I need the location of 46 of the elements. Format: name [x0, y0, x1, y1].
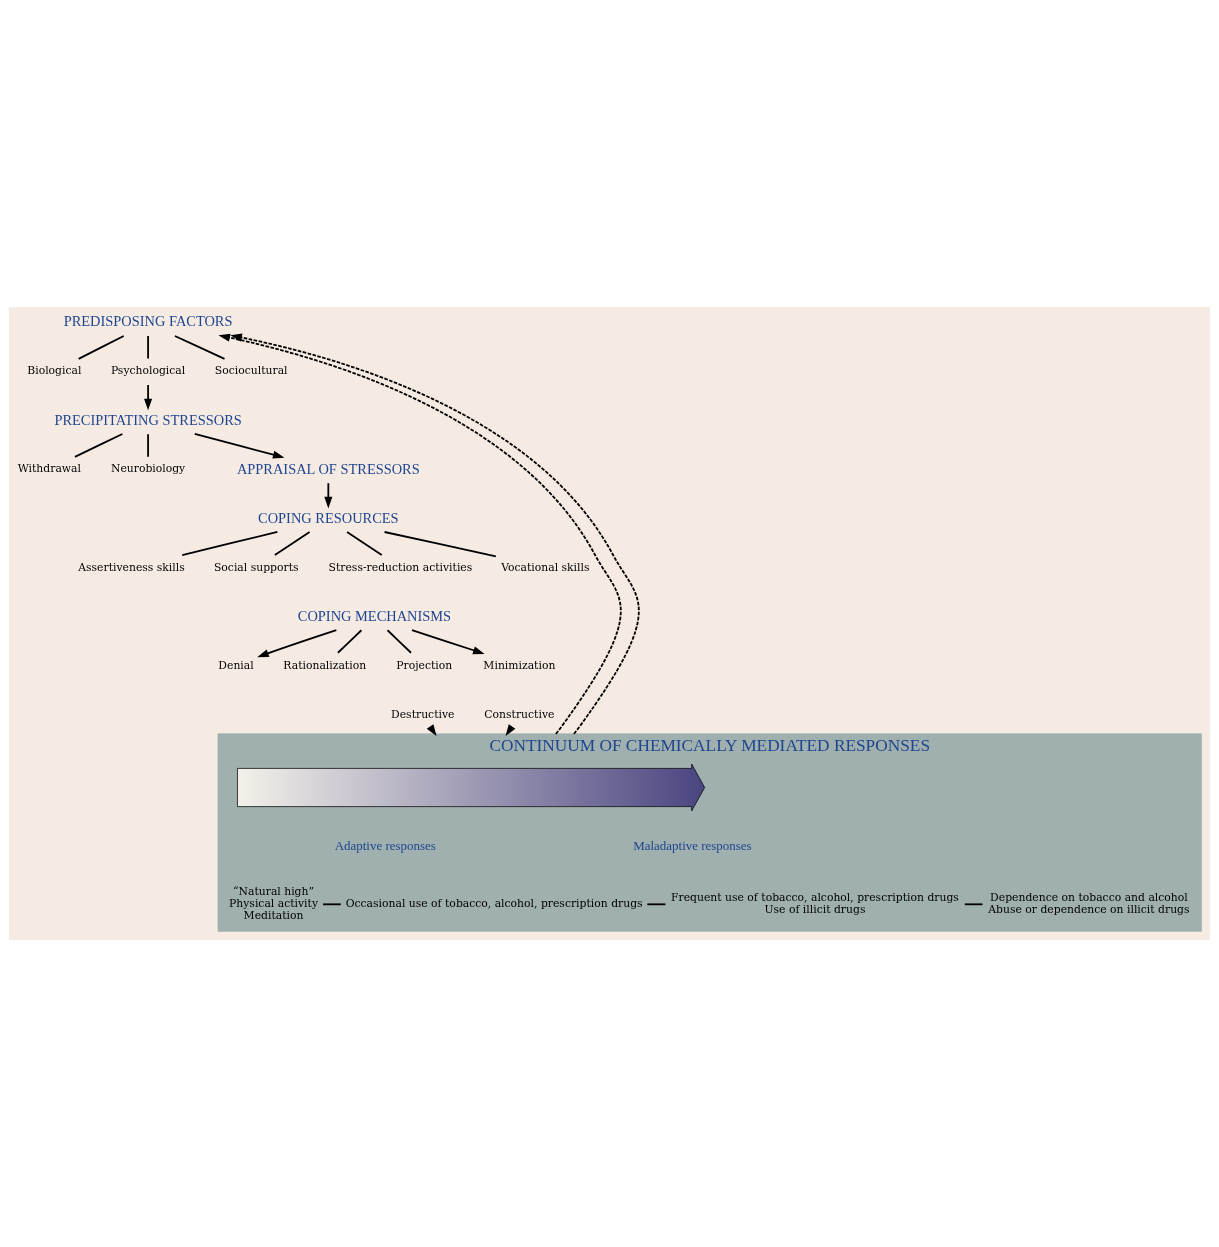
node-arrow [237, 763, 706, 812]
connector [646, 903, 667, 906]
node-text: Destructive [391, 707, 455, 721]
connector [77, 335, 125, 360]
connector [322, 903, 342, 906]
connector [274, 531, 311, 556]
node-text: Projection [396, 658, 453, 672]
node-text: Biological [27, 364, 82, 378]
node-text: PRECIPITATING STRESSORS [54, 411, 242, 428]
node-text: Sociocultural [214, 364, 288, 378]
node-text: Adaptive responses [334, 838, 436, 854]
connector [147, 335, 149, 360]
node-text: Dependence on tobacco and alcohol Abuse or dependence on illicit drugs [988, 890, 1190, 916]
connector [383, 531, 497, 558]
connector [73, 433, 124, 458]
node-text: Withdrawal [17, 462, 81, 476]
node-text: Assertiveness skills [78, 560, 185, 574]
node-text: Vocational skills [501, 560, 590, 574]
arrow [324, 482, 333, 509]
node-text: Maladaptive responses [633, 838, 752, 854]
node-text: Neurobiology [110, 462, 186, 476]
node-text: PREDISPOSING FACTORS [63, 313, 233, 330]
node-text: COPING MECHANISMS [297, 607, 452, 624]
connector [174, 335, 226, 360]
node-text: Frequent use of tobacco, alcohol, prescription drugs Use of illicit drugs [671, 890, 959, 916]
node-text: Constructive [484, 707, 555, 721]
node-text: COPING RESOURCES [258, 509, 399, 526]
connector [386, 629, 412, 654]
arrow [193, 433, 285, 459]
node-text: Psychological [110, 364, 186, 378]
node-text: Denial [218, 658, 254, 672]
node-text: Stress-reduction activities [328, 560, 473, 574]
node-text: “Natural high” Physical activity Meditation [229, 884, 319, 923]
connector [147, 433, 149, 458]
node-text: Minimization [483, 658, 556, 672]
connector [181, 531, 279, 556]
node-text: Social supports [213, 560, 299, 574]
connector [337, 629, 363, 654]
arrow [411, 629, 485, 655]
connector [346, 531, 383, 556]
arrow [257, 629, 338, 658]
arrow [144, 384, 153, 411]
node-text: APPRAISAL OF STRESSORS [236, 460, 420, 477]
connector [963, 903, 984, 906]
node-text: Occasional use of tobacco, alcohol, prescription drugs [345, 896, 643, 910]
node-text: Rationalization [283, 658, 367, 672]
